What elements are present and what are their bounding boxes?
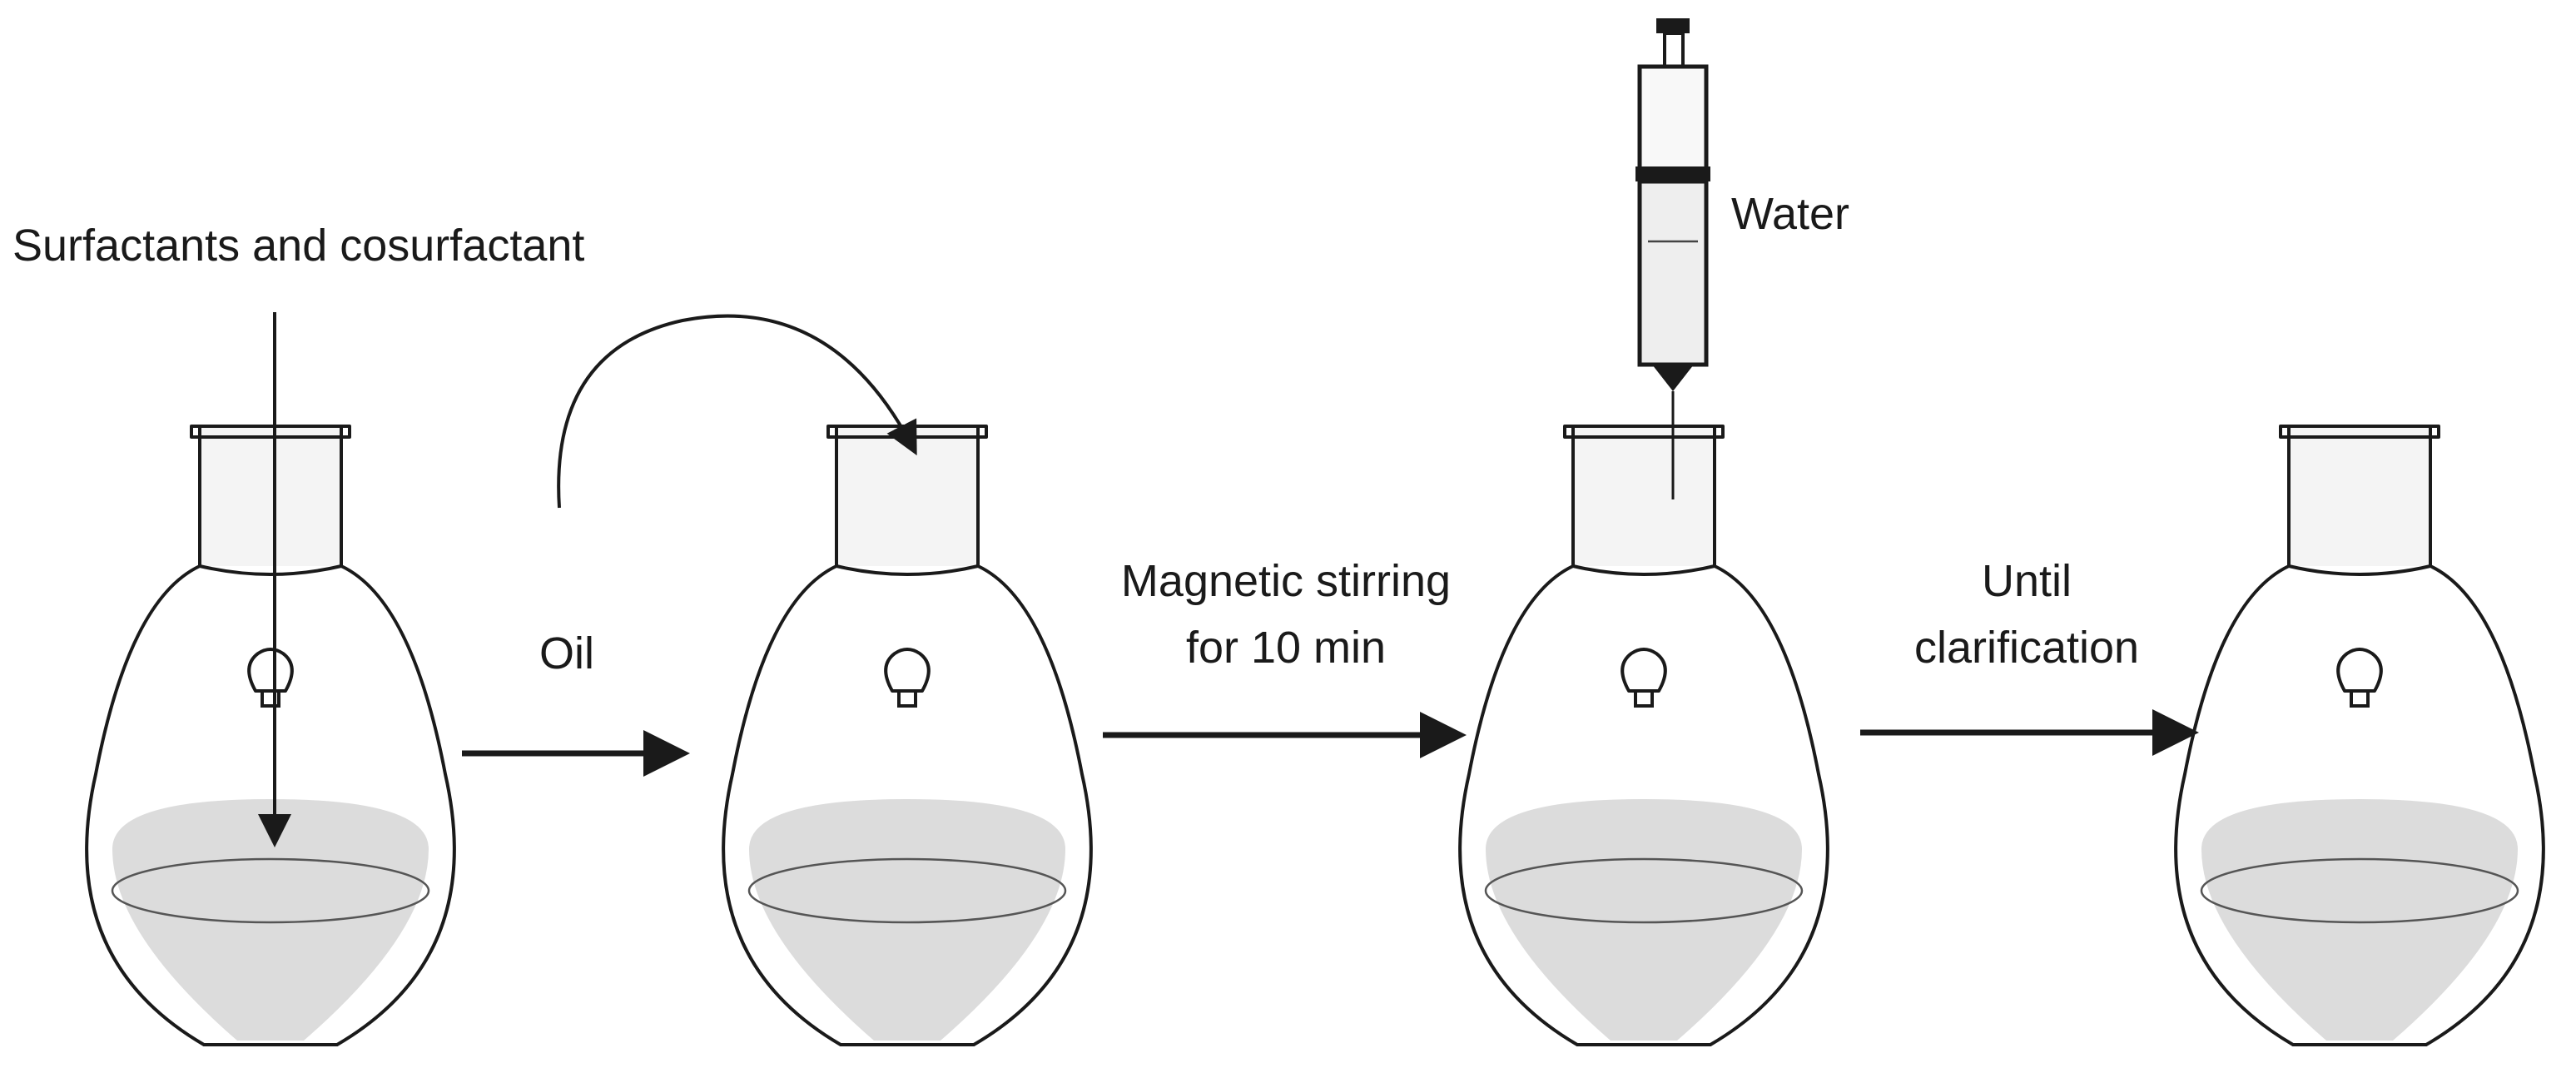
flask-icon: [722, 425, 1093, 1046]
curved-arrow-icon: [557, 314, 917, 509]
step4-label: Water: [1731, 189, 1850, 239]
flask-icon: [1458, 425, 1829, 1046]
stir-bar-icon: [247, 648, 294, 708]
step5-label-line2: clarification: [1913, 623, 2140, 673]
step1-label: Surfactants and cosurfactant: [12, 221, 585, 271]
step3-label-line2: for 10 min: [1185, 623, 1387, 673]
step2-label: Oil: [539, 628, 594, 678]
stir-bar-icon: [2336, 648, 2383, 708]
stir-bar-icon: [884, 648, 931, 708]
step5-label-line1: Until: [1981, 556, 2072, 606]
flask-icon: [2174, 425, 2545, 1046]
stir-bar-icon: [1621, 648, 1667, 708]
step3-label-line1: Magnetic stirring: [1120, 556, 1452, 606]
flask-icon: [85, 425, 456, 1046]
syringe-icon: [1635, 18, 1710, 499]
